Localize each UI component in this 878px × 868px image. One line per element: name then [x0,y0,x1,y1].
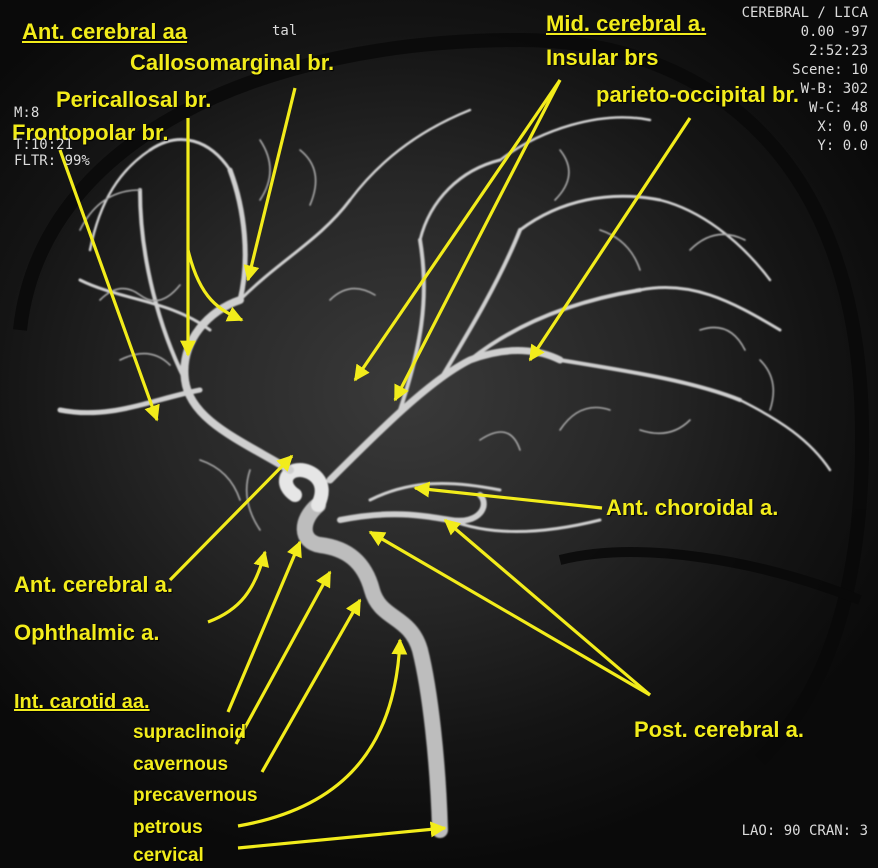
label-ant-cerebral-aa: Ant. cerebral aa [22,19,188,44]
skull-outline [13,32,870,765]
label-callosomarginal: Callosomarginal br. [130,50,335,75]
label-precavernous: precavernous [133,785,258,806]
label-post-cerebral: Post. cerebral a. [634,717,804,742]
label-ant-choroidal: Ant. choroidal a. [606,495,779,520]
label-mid-cerebral: Mid. cerebral a. [546,11,707,36]
label-int-carotid: Int. carotid aa. [14,691,150,713]
overlay-line: Y: 0.0 [817,138,868,154]
overlay-time: T:10:21 [14,137,74,153]
label-pericallosal: Pericallosal br. [56,87,212,112]
overlay-line: 0.00 -97 [800,24,868,40]
label-cervical: cervical [133,845,204,866]
label-ophthalmic: Ophthalmic a. [14,620,160,645]
label-petrous: petrous [133,817,203,838]
overlay-tag: tal [272,23,298,39]
overlay-line: CEREBRAL / LICA [741,5,868,21]
overlay-line: X: 0.0 [817,119,868,135]
overlay-top-right: CEREBRAL / LICA 0.00 -97 2:52:23 Scene: … [742,4,868,156]
label-ant-cerebral-a: Ant. cerebral a. [14,572,173,597]
label-cavernous: cavernous [133,754,229,775]
overlay-line: W-C: 48 [808,100,868,116]
overlay-line: Scene: 10 [792,62,868,78]
overlay-projection: LAO: 90 CRAN: 3 [741,823,868,839]
overlay-filter: FLTR: 99% [14,153,90,169]
overlay-line: W-B: 302 [800,81,868,97]
pointer-arrows [58,79,692,850]
label-insular: Insular brs [546,45,659,70]
label-parieto-occipital: parieto-occipital br. [596,82,799,107]
overlay-line: 2:52:23 [808,43,868,59]
label-frontopolar: Frontopolar br. [12,120,169,145]
overlay-mag: M:8 [14,105,40,121]
label-supraclinoid: supraclinoid [133,722,246,743]
